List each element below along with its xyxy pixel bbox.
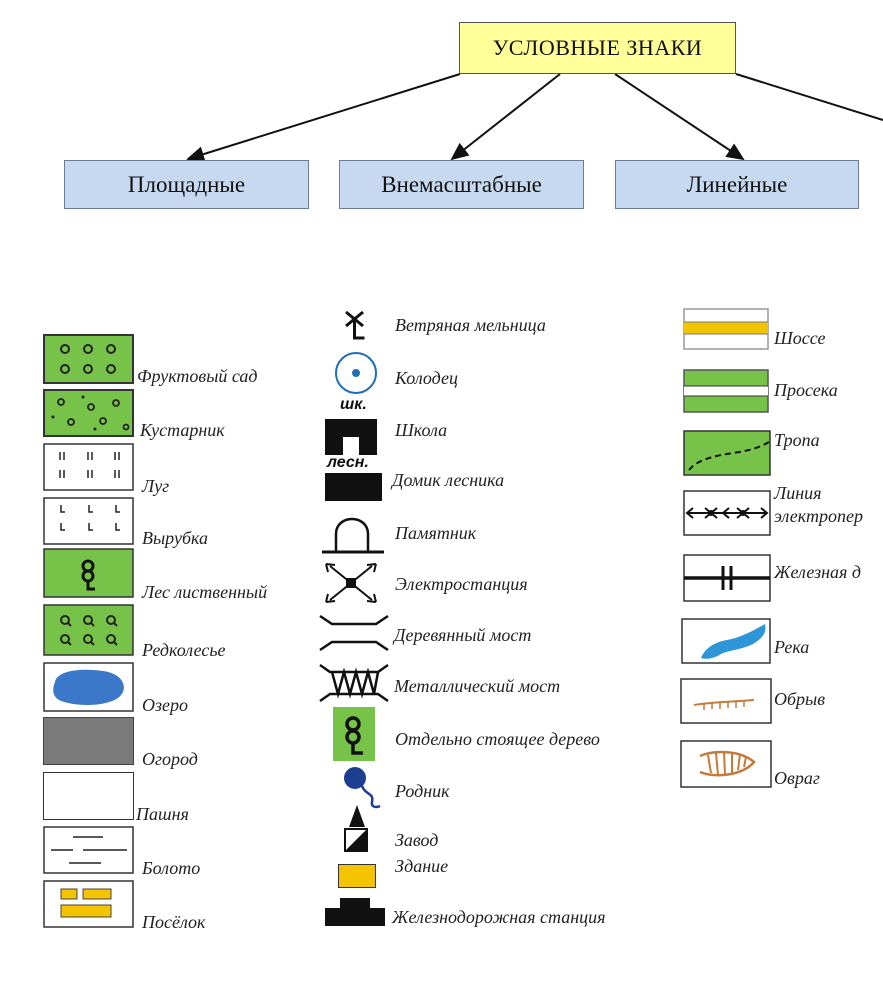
building-symbol [338, 864, 376, 888]
point-label-power-station: Электростанция [395, 574, 528, 594]
area-label-settlement: Посёлок [142, 912, 206, 932]
line-label-trail: Тропа [774, 430, 820, 450]
factory-symbol [344, 805, 368, 852]
metal-bridge-symbol [319, 663, 389, 703]
settlement-symbol [43, 880, 134, 928]
area-label-sparse-forest: Редколесье [142, 640, 226, 660]
monument-symbol [322, 517, 384, 554]
wooden-bridge-symbol [319, 614, 389, 652]
railway-station-symbol [325, 898, 385, 926]
point-label-metal-bridge: Металлический мост [394, 676, 561, 696]
meadow-symbol [43, 443, 134, 491]
category-area-box: Площадные [64, 160, 309, 209]
line-label-ravine: Овраг [774, 768, 820, 788]
arable-land-symbol [43, 772, 134, 820]
category-line-box: Линейные [615, 160, 859, 209]
cliff-symbol [680, 678, 772, 724]
point-label-spring: Родник [395, 781, 450, 801]
category-line-label: Линейные [686, 171, 788, 197]
fruit-orchard-symbol [43, 334, 134, 384]
area-label-meadow: Луг [142, 476, 170, 496]
category-area-label: Площадные [127, 171, 246, 197]
area-label-shrub: Кустарник [140, 420, 225, 440]
area-label-arable-land: Пашня [136, 804, 189, 824]
school-caption: шк. [340, 396, 367, 413]
trail-symbol [683, 430, 771, 476]
line-label-power-line: Линия электропер [774, 483, 863, 526]
root-title: УСЛОВНЫЕ ЗНАКИ [492, 35, 703, 60]
forester-house-symbol [325, 473, 382, 501]
line-label-river: Река [774, 637, 810, 657]
area-label-deciduous-forest: Лес лиственный [142, 582, 268, 602]
clearing-symbol [43, 497, 134, 545]
area-label-lake: Озеро [142, 695, 189, 715]
spring-symbol [344, 767, 381, 809]
point-label-wooden-bridge: Деревянный мост [394, 625, 532, 645]
point-label-well: Колодец [395, 368, 458, 388]
point-label-building: Здание [395, 856, 449, 876]
railway-symbol [683, 554, 771, 602]
power-line-symbol [683, 490, 771, 536]
school-symbol [325, 419, 377, 455]
root-title-box: УСЛОВНЫЕ ЗНАКИ [459, 22, 736, 74]
garden-symbol [43, 717, 134, 765]
point-label-factory: Завод [395, 830, 439, 850]
point-label-windmill: Ветряная мельница [395, 315, 546, 335]
area-label-clearing: Вырубка [142, 528, 208, 548]
deciduous-forest-symbol [43, 548, 134, 598]
highway-symbol [683, 308, 769, 350]
ravine-symbol [680, 740, 772, 788]
category-point-box: Внемасштабные [339, 160, 584, 209]
point-label-railway-station: Железнодорожная станция [392, 907, 606, 927]
line-label-cutting: Просека [774, 380, 838, 400]
area-label-garden: Огород [142, 749, 198, 769]
line-label-highway: Шоссе [774, 328, 826, 348]
line-label-railway: Железная д [774, 562, 862, 582]
forester-caption: лесн. [327, 454, 369, 471]
point-label-monument: Памятник [395, 523, 477, 543]
point-label-school: Школа [395, 420, 448, 440]
well-symbol [335, 352, 377, 394]
windmill-symbol [345, 310, 365, 340]
area-label-swamp: Болото [142, 858, 201, 878]
cutting-symbol [683, 369, 769, 413]
category-point-label: Внемасштабные [381, 171, 542, 197]
river-symbol [681, 618, 771, 664]
lake-symbol [43, 662, 134, 712]
swamp-symbol [43, 826, 134, 874]
area-label-orchard: Фруктовый сад [137, 366, 258, 386]
line-label-cliff: Обрыв [774, 689, 826, 709]
point-label-standalone-tree: Отдельно стоящее дерево [395, 729, 600, 749]
sparse-forest-symbol [43, 604, 134, 656]
point-label-forester-house: Домик лесника [392, 470, 505, 490]
shrub-symbol [43, 389, 134, 437]
standalone-tree-symbol [333, 707, 375, 761]
connector-arrows [186, 73, 883, 162]
power-station-symbol [325, 563, 377, 603]
